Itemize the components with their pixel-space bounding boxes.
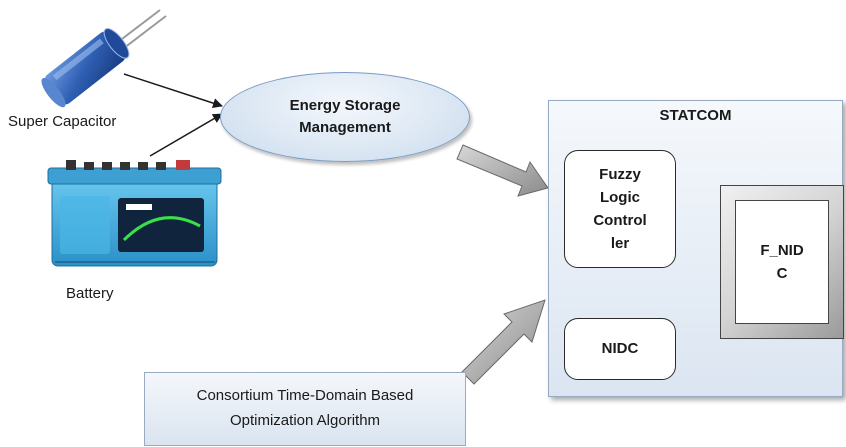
fuzzy-logic-label: Fuzzy Logic Control ler: [593, 165, 647, 253]
optimization-algorithm-label: Consortium Time-Domain Based Optimizatio…: [196, 387, 414, 429]
block-arrow-ems-to-statcom: [456, 144, 549, 197]
super-capacitor-label: Super Capacitor: [8, 113, 117, 130]
nidc-node: NIDC: [564, 318, 676, 380]
fuzzy-logic-controller-node: Fuzzy Logic Control ler: [564, 150, 676, 268]
energy-storage-node: Energy Storage Management: [220, 72, 470, 162]
capacitor-icon: [41, 9, 167, 108]
energy-storage-label: Energy Storage Management: [289, 97, 401, 136]
block-arrow-optim-to-statcom: [461, 299, 546, 385]
arrow-capacitor-to-ems: [123, 73, 223, 108]
optimization-algorithm-node: Consortium Time-Domain Based Optimizatio…: [144, 372, 466, 446]
arrow-battery-to-ems: [149, 113, 223, 157]
battery-icon: [47, 160, 222, 267]
f-nidc-node: F_NID C: [735, 200, 829, 324]
nidc-label: NIDC: [601, 340, 639, 358]
f-nidc-label: F_NID C: [760, 241, 804, 282]
statcom-title: STATCOM: [659, 107, 732, 124]
battery-label: Battery: [66, 285, 114, 302]
